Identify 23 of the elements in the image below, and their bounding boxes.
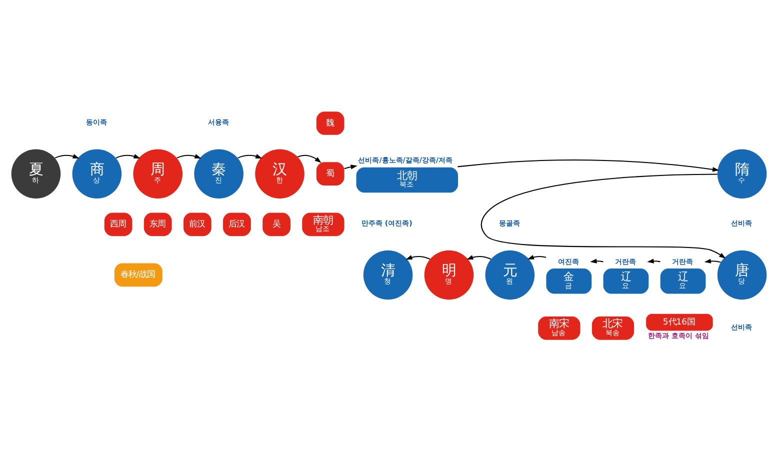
node-box: 吴 (262, 212, 290, 236)
node-box: 春秋/战国 (114, 263, 162, 287)
node-box: 后汉 (223, 212, 251, 236)
arrow (481, 174, 726, 259)
arrow (590, 258, 604, 264)
arrow (647, 258, 660, 264)
arrow (406, 255, 430, 260)
node-box: 东周 (144, 212, 172, 236)
node-box: 5代16国 (646, 314, 713, 331)
arrow (298, 154, 322, 163)
node-box: 西周 (104, 212, 132, 236)
node-box: 魏 (316, 112, 344, 135)
node-box: 蜀 (316, 162, 344, 186)
arrow (527, 255, 546, 260)
arrow (704, 258, 721, 264)
arrow (176, 154, 202, 159)
arrow (458, 160, 720, 172)
arrow (54, 154, 80, 159)
arrow (466, 255, 492, 260)
arrow (238, 154, 262, 159)
arrow (116, 154, 140, 159)
node-box: 前汉 (183, 212, 212, 236)
arrow (344, 164, 358, 170)
